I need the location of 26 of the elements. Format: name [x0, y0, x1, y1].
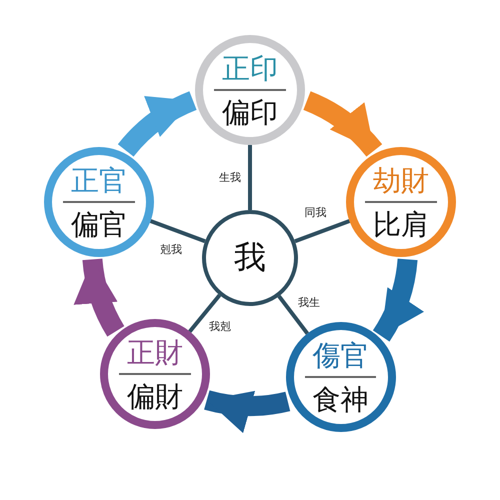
curved-arrow	[204, 388, 290, 431]
curved-arrow	[372, 258, 422, 342]
edge-label: 剋我	[158, 242, 183, 258]
connector-line	[277, 294, 309, 335]
circle-text: 食神	[312, 382, 370, 418]
curved-arrow	[76, 258, 125, 336]
edge-label: 我生	[297, 295, 322, 310]
edge-label: 同我	[303, 204, 328, 220]
circle-text: 偏印	[221, 95, 279, 131]
edge-label: 生我	[218, 170, 242, 185]
connector-line	[150, 219, 206, 244]
circle-heading: 正財	[126, 335, 184, 372]
circle-text: 偏財	[126, 379, 184, 416]
circle-text: 比肩	[372, 206, 430, 243]
curved-arrow	[118, 91, 198, 157]
circle-heading: 正官	[70, 162, 128, 199]
circle-heading: 傷官	[312, 338, 370, 374]
connector-line	[188, 294, 222, 333]
connector-line	[248, 145, 252, 210]
edge-label: 我剋	[208, 318, 232, 334]
connector-line	[294, 219, 350, 244]
circle-heading: 正印	[221, 51, 279, 87]
circle-text: 偏官	[70, 206, 128, 243]
circle-heading: 劫財	[372, 162, 430, 199]
curved-arrow	[302, 91, 382, 157]
circle-label: 我	[233, 237, 267, 278]
